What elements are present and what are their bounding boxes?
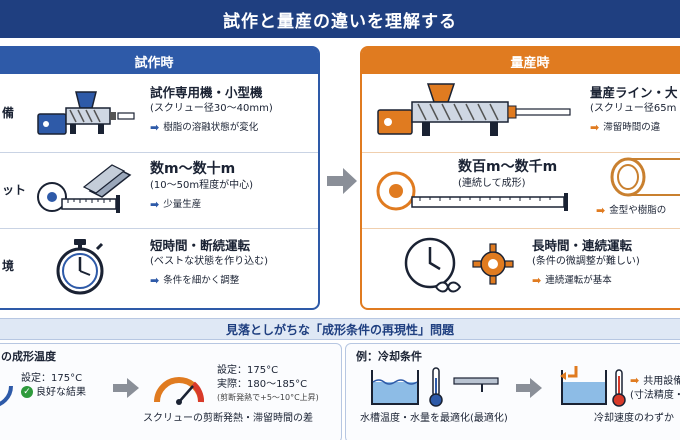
- arrow-right-icon: [113, 378, 139, 402]
- cooling-caption-2: 冷却速度のわずか: [594, 413, 674, 424]
- lot-sub: (10〜50m程度が中心): [150, 180, 253, 191]
- mass-lot-main: 数百m〜数千m: [458, 159, 558, 175]
- cooling-plate-icon: [452, 374, 500, 400]
- environment-main: 短時間・断続運転: [150, 238, 251, 253]
- prototype-panel: 試作時 備 試作専用機・小型機 (スクリュー径30〜40mm) ➡ 樹脂の溶融状…: [0, 46, 320, 310]
- precision-note: (寸法精度・: [630, 390, 680, 401]
- coil-roll-icon: [608, 157, 680, 201]
- mass-equipment-note: ➡ 滞留時間の違: [590, 120, 678, 136]
- good-result: ✓良好な結果: [21, 386, 86, 400]
- cooling-caption-1: 水槽温度・水量を最適化(最適化): [360, 413, 508, 424]
- row-label-equipment: 備: [2, 106, 15, 120]
- lot-note-text: 少量生産: [163, 199, 202, 210]
- shared-equipment: ➡共用設備・冷: [630, 374, 680, 389]
- stopwatch-icon: [52, 237, 108, 301]
- heat-note: (剪断発熱で+5〜10°C上昇): [217, 393, 319, 402]
- cooling-example-box: 例：冷却条件 水槽温度・水量を最適化(最適化): [345, 343, 680, 440]
- lot-main: 数m〜数十m: [150, 161, 236, 177]
- mass-production-heading: 量産時: [362, 48, 680, 74]
- arrow-right-icon: ➡: [590, 121, 600, 134]
- prototype-row-equipment: 備 試作専用機・小型機 (スクリュー径30〜40mm) ➡ 樹脂の溶融状態が変化: [0, 76, 318, 152]
- mass-row-equipment: 量産ライン・大 (スクリュー径65m ➡ 滞留時間の違: [362, 76, 680, 152]
- mass-environment-note: ➡ 連続運転が基本: [532, 273, 640, 289]
- shared-tank-icon: [556, 362, 616, 412]
- setting-label: 設定：175°C: [21, 373, 83, 384]
- setting2-label: 設定：175°C: [217, 365, 279, 376]
- prototype-row-environment: 境 短時間・断続運転 (ベストな状態を作り込む) ➡ 条件を細かく調整: [0, 228, 318, 304]
- small-extruder-icon: [34, 86, 138, 146]
- equipment-main: 試作専用機・小型機: [150, 85, 263, 100]
- temperature-box-title: の成形温度: [1, 350, 56, 363]
- arrow-right-icon: ➡: [532, 274, 542, 287]
- mass-lot-sub: (連続して成形): [458, 178, 526, 189]
- environment-note-text: 条件を細かく調整: [163, 275, 240, 286]
- equipment-note-text: 樹脂の溶融状態が変化: [163, 122, 259, 133]
- mass-lot-note-text: 金型や樹脂の: [609, 205, 667, 216]
- arrow-right-icon: ➡: [150, 274, 160, 287]
- environment-sub: (ベストな状態を作り込む): [150, 256, 269, 267]
- arrow-right-icon: ➡: [150, 121, 160, 134]
- equipment-sub: (スクリュー径30〜40mm): [150, 103, 273, 114]
- page-title: 試作と量産の違いを理解する: [0, 0, 680, 38]
- row-label-lot: ット: [2, 183, 27, 197]
- thermometer-hot-icon: [612, 368, 626, 412]
- mass-environment-note-text: 連続運転が基本: [545, 275, 612, 286]
- large-extruder-icon: [374, 82, 574, 150]
- mass-production-panel: 量産時 量産ライン・大 (スクリュー径65m ➡ 滞留時間の違: [360, 46, 680, 310]
- mass-row-environment: 長時間・連続運転 (条件の微調整が難しい) ➡ 連続運転が基本: [362, 228, 680, 304]
- mass-lot-note: ➡ 金型や樹脂の: [596, 203, 666, 219]
- temperature-example-box: の成形温度 設定：175°C ✓良好な結果 設定：175°C 実際：180〜18…: [0, 343, 342, 440]
- shared-equipment-text: 共用設備・冷: [643, 376, 680, 387]
- clock-infinity-icon: [402, 235, 462, 301]
- arrow-right-icon: ➡: [150, 198, 160, 211]
- problem-banner: 見落としがちな「成形条件の再現性」問題: [0, 318, 680, 340]
- arrow-right-icon: ➡: [630, 374, 640, 387]
- environment-note: ➡ 条件を細かく調整: [150, 273, 268, 289]
- mass-equipment-main: 量産ライン・大: [590, 85, 678, 100]
- long-tape-measure-icon: [374, 167, 584, 229]
- prototype-heading: 試作時: [0, 48, 318, 74]
- check-icon: ✓: [21, 386, 33, 398]
- gauge-hot-icon: [153, 366, 205, 410]
- tape-measure-and-bars-icon: [32, 161, 142, 225]
- arrow-right-icon: ➡: [596, 204, 606, 217]
- temperature-caption: スクリューの剪断発熱・滞留時間の差: [143, 413, 313, 424]
- lot-note: ➡ 少量生産: [150, 197, 253, 213]
- gear-icon: [470, 241, 516, 291]
- row-label-environment: 境: [2, 259, 15, 273]
- actual-label: 実際：180〜185°C: [217, 379, 308, 390]
- prototype-row-lot: ット 数m〜数十m (10〜50m程度が中心) ➡ 少量生産: [0, 152, 318, 228]
- arrow-right-icon: [516, 378, 542, 402]
- cooling-box-title: 例：冷却条件: [356, 350, 422, 363]
- mass-row-lot: 数百m〜数千m (連続して成形) ➡ 金型や樹脂の: [362, 152, 680, 228]
- mass-equipment-sub: (スクリュー径65m: [590, 103, 677, 114]
- good-result-text: 良好な結果: [36, 387, 86, 398]
- equipment-note: ➡ 樹脂の溶融状態が変化: [150, 120, 273, 136]
- water-tank-icon: [370, 364, 420, 412]
- gauge-cold-icon: [0, 366, 13, 414]
- mass-equipment-note-text: 滞留時間の違: [603, 122, 661, 133]
- mass-environment-sub: (条件の微調整が難しい): [532, 256, 640, 267]
- mass-environment-main: 長時間・連続運転: [532, 238, 633, 253]
- transition-arrow-icon: [327, 168, 357, 198]
- thermometer-icon: [428, 366, 444, 412]
